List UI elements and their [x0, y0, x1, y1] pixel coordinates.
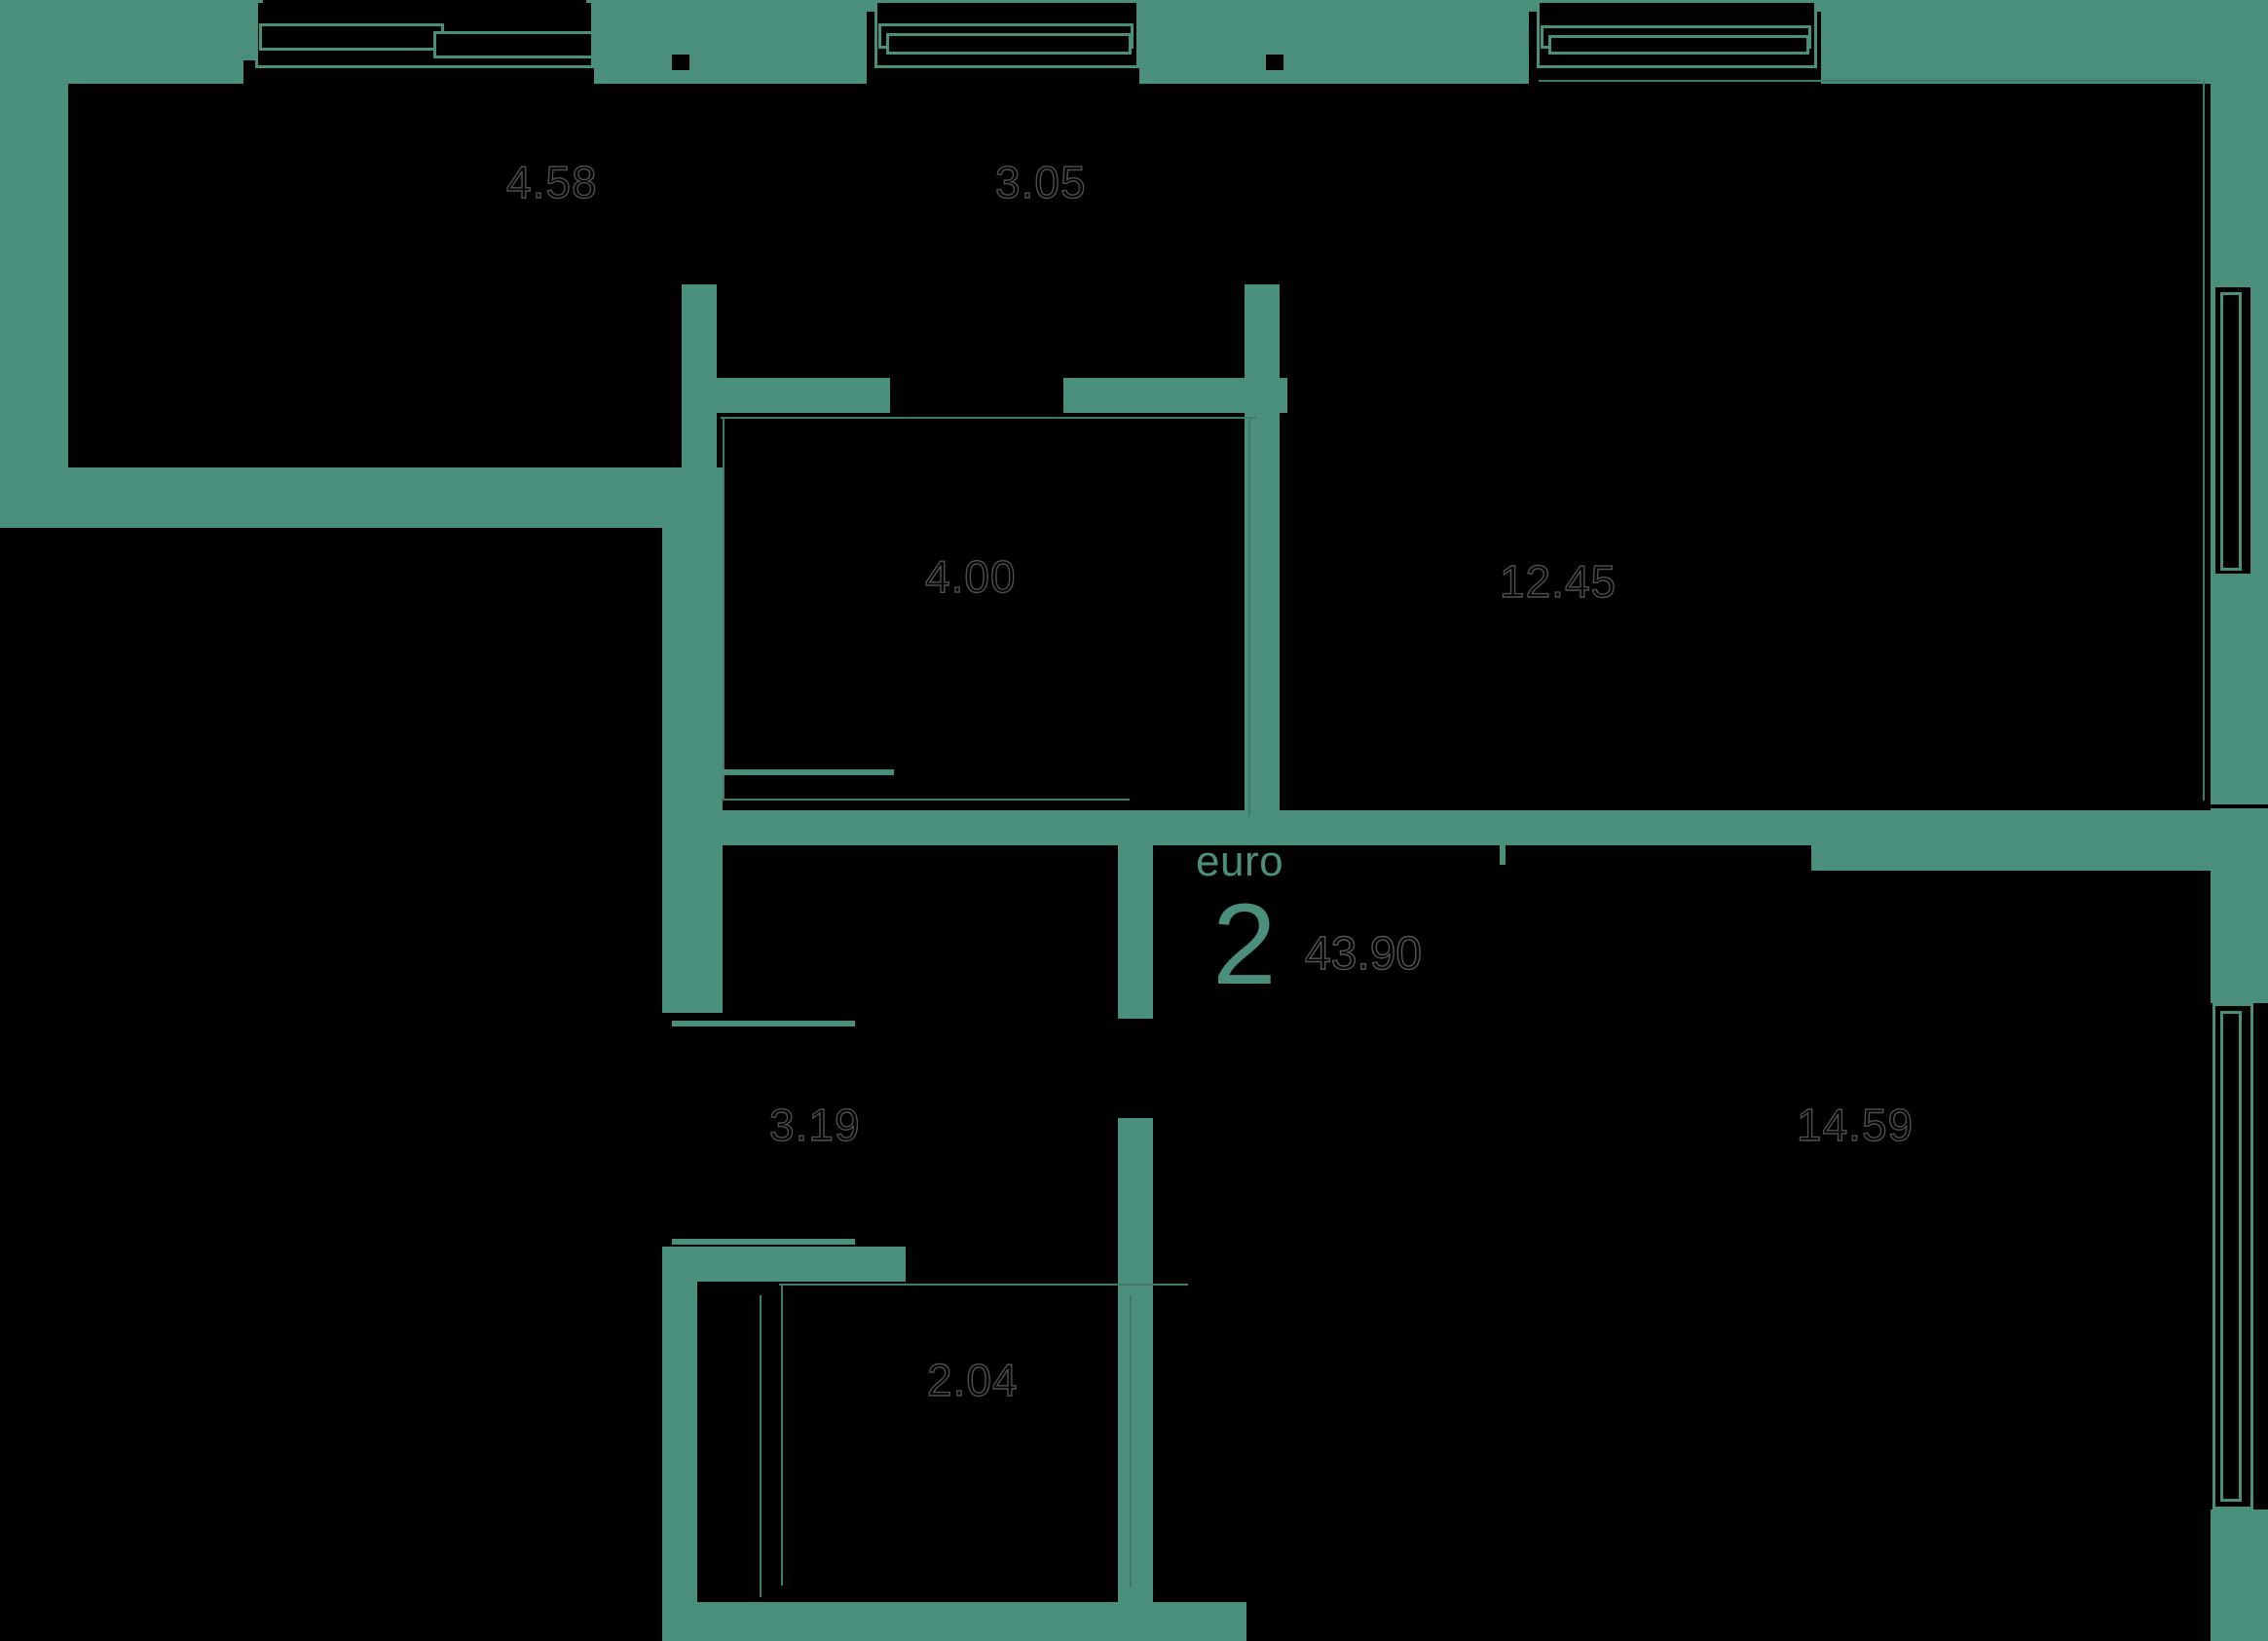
window-top-middle-sash-b[interactable]: [886, 33, 1132, 55]
door-header-bedroom-small-left: [697, 378, 890, 413]
wall-between-bath-and-bedroom: [1118, 1247, 1153, 1641]
room-label-12-45: 12.45: [1499, 555, 1617, 607]
partition-hall-right: [1118, 838, 1153, 1019]
hairline-living-top: [1539, 80, 2201, 82]
room-label-2-04: 2.04: [926, 1354, 1019, 1405]
window-right-upper-sash[interactable]: [2220, 292, 2242, 571]
wall-living-bedroom-step: [1811, 810, 2211, 871]
outer-wall-right-bottom: [2211, 1510, 2268, 1641]
room-label-14-59: 14.59: [1796, 1099, 1915, 1150]
hairline-bath-top: [779, 1284, 1188, 1286]
badge-rooms-count: 2: [1212, 880, 1277, 1009]
wall-under-kitchen: [0, 467, 701, 528]
room-label-3-05: 3.05: [994, 156, 1087, 207]
hairline-bedroom-small-left: [723, 417, 725, 801]
badge-total-area: 43.90: [1304, 927, 1423, 980]
wall-bathroom-bottom: [662, 1602, 1246, 1641]
outer-wall-right-upper: [2211, 84, 2268, 279]
facade-top-seg-2: [594, 0, 867, 84]
facade-top-seg-4: [1821, 0, 2268, 84]
wall-bathroom-left: [662, 1247, 697, 1641]
window-top-left-sash-b[interactable]: [433, 31, 594, 58]
mullion-left: [672, 55, 689, 70]
outside-area-bottom-left: [0, 528, 662, 1641]
mullion-right: [1266, 55, 1283, 70]
room-label-4-58: 4.58: [505, 156, 598, 207]
window-top-left-reveal: [263, 0, 586, 16]
outer-wall-right-between-windows: [2211, 808, 2268, 1003]
window-right-lower-sash[interactable]: [2220, 1011, 2242, 1502]
door-leaf-bathroom[interactable]: [672, 1239, 855, 1245]
partition-left-of-bedroom-small: [682, 284, 717, 810]
facade-top-seg-3: [1139, 0, 1529, 84]
hairline-bath-left-inner: [760, 1295, 762, 1597]
hairline-bedroom-small-top: [721, 417, 1256, 419]
hairline-living-right: [2203, 80, 2205, 801]
hairline-bath-left: [781, 1284, 783, 1585]
hairline-bath-right: [1130, 1295, 1132, 1587]
room-label-3-19: 3.19: [768, 1099, 861, 1150]
partition-right-of-bedroom-small: [1245, 284, 1280, 810]
badge-kind-label: euro: [1196, 838, 1284, 885]
wall-bathroom-top: [662, 1247, 906, 1282]
door-leaf-hall[interactable]: [672, 1021, 855, 1026]
door-header-bedroom-small-right: [1063, 378, 1287, 413]
door-leaf-bedroom-small[interactable]: [711, 769, 894, 775]
hairline-bedroom-small-bottom: [721, 799, 1130, 801]
room-label-4-00: 4.00: [924, 550, 1017, 602]
hairline-bedroom-small-right: [1248, 417, 1250, 816]
window-top-right-sash-b[interactable]: [1548, 35, 1809, 55]
outer-wall-left-upper: [0, 0, 60, 526]
window-top-left-sash-a[interactable]: [259, 23, 444, 51]
door-leaf-living[interactable]: [1500, 816, 1506, 865]
